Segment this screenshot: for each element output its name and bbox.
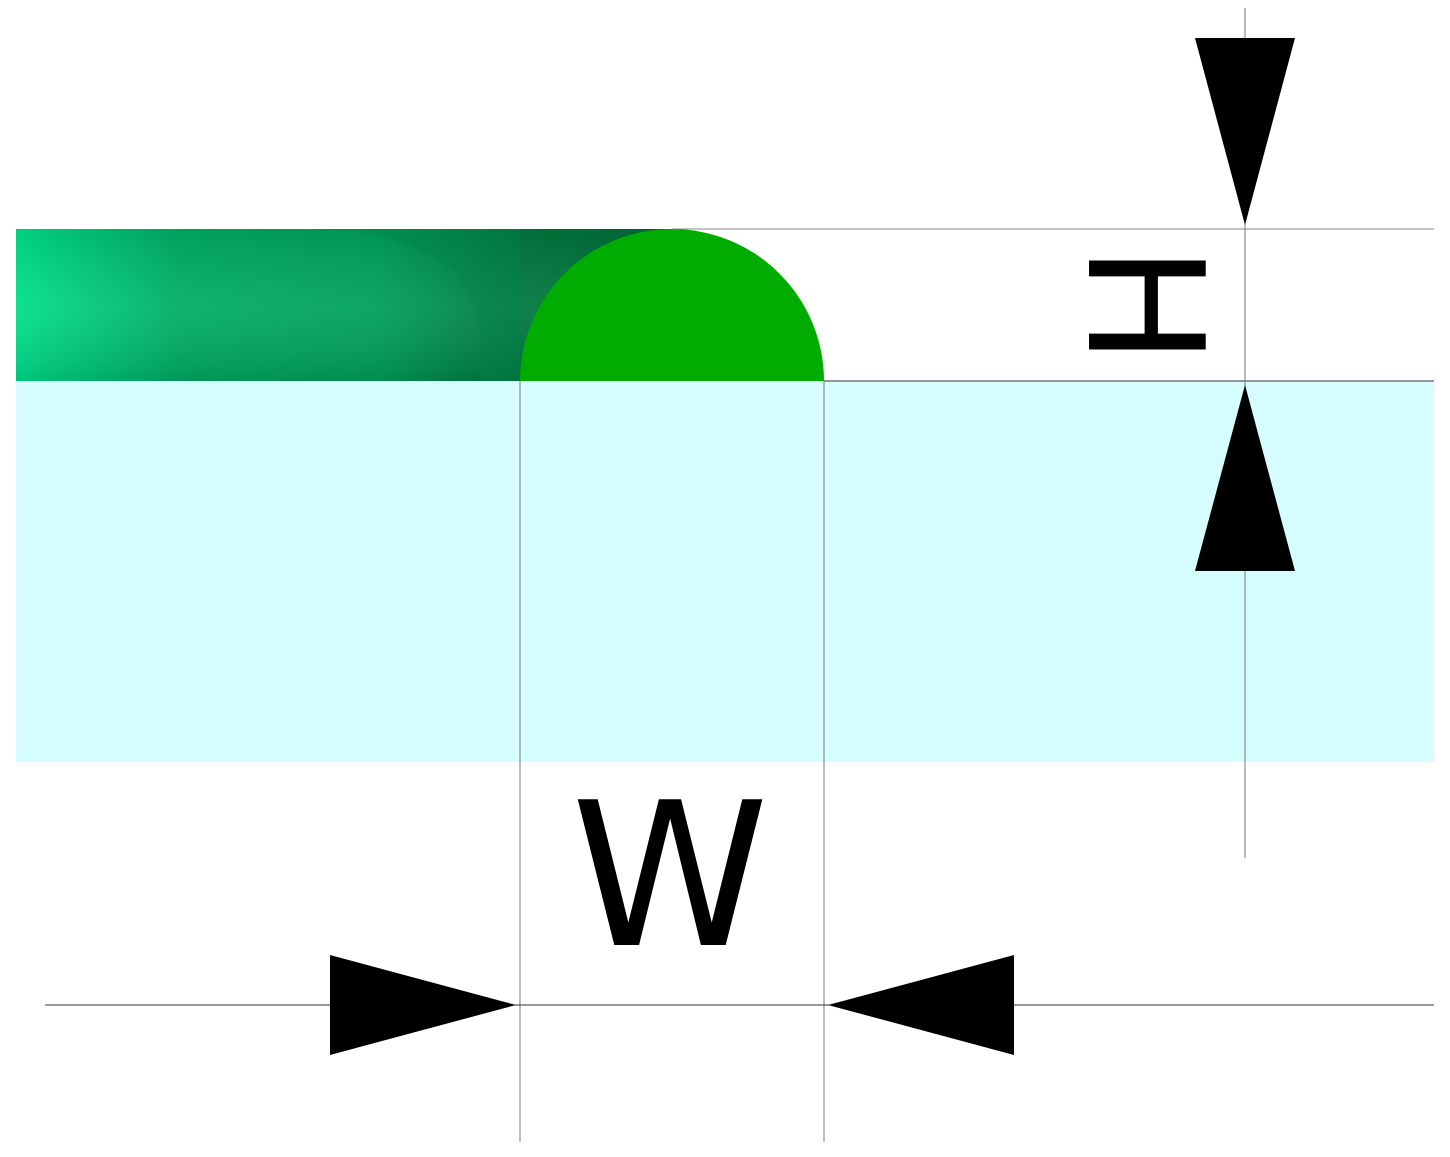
- substrate: [16, 381, 1434, 762]
- width-arrow-left: [828, 955, 1014, 1055]
- bead-cross-section: [520, 229, 824, 381]
- dimension-arrows: [330, 38, 1295, 1055]
- height-label: H: [1051, 245, 1238, 365]
- width-arrow-right: [330, 955, 516, 1055]
- height-arrow-down: [1195, 38, 1295, 225]
- width-label: W: [571, 760, 769, 993]
- height-arrow-up: [1195, 385, 1295, 571]
